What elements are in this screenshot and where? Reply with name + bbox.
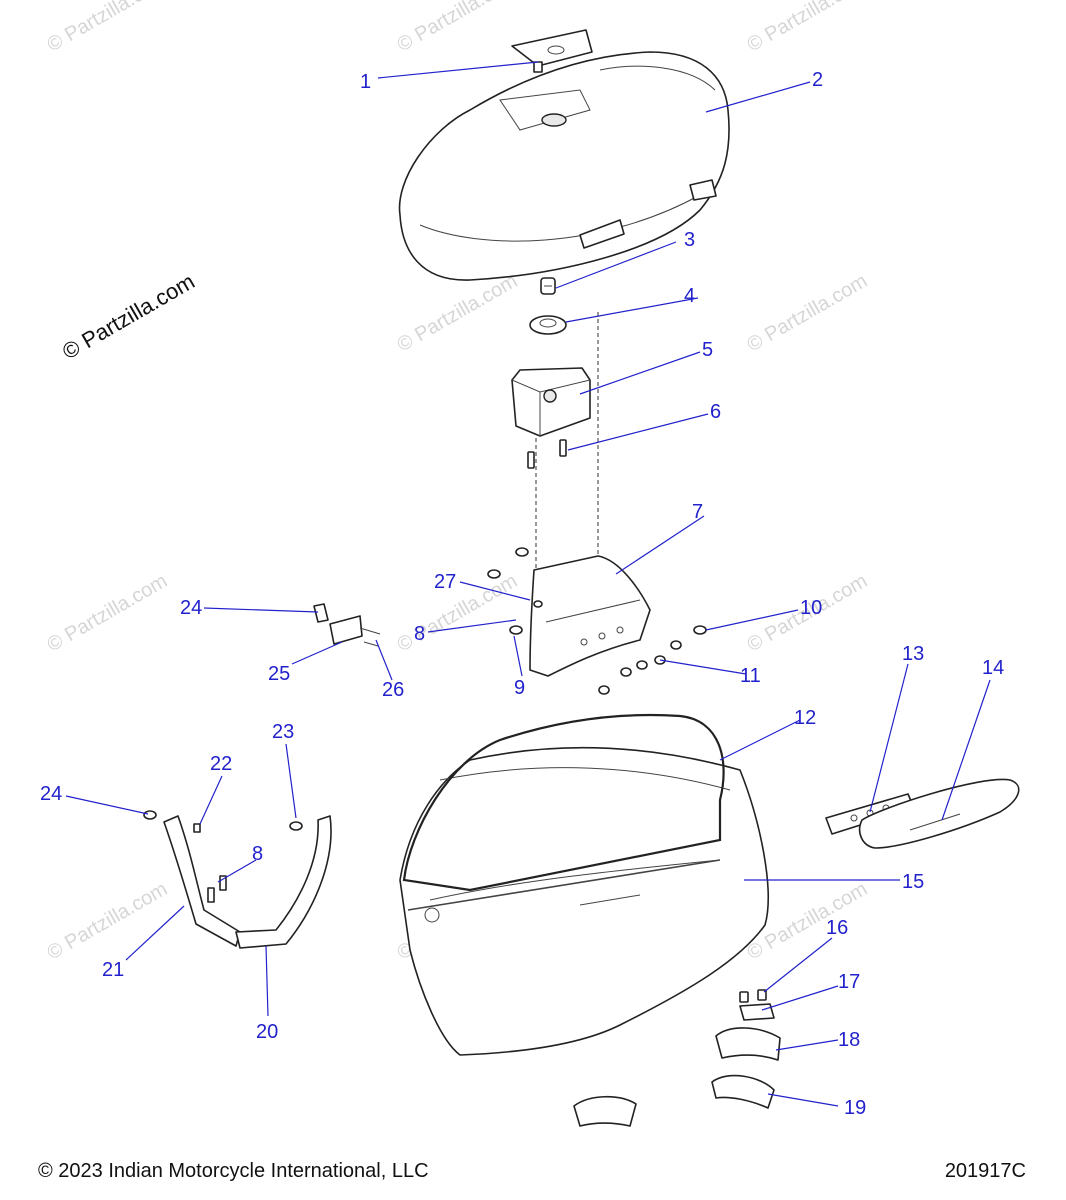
part-6-screws bbox=[527, 439, 567, 469]
callout-1: 1 bbox=[360, 71, 371, 93]
watermark: © Partzilla.com bbox=[744, 270, 872, 356]
loose-bracket bbox=[573, 1095, 637, 1127]
callout-6: 6 bbox=[710, 401, 721, 423]
part-3-knob bbox=[540, 277, 556, 295]
callout-12: 12 bbox=[794, 707, 816, 729]
part-7-bracket bbox=[529, 555, 651, 677]
callout-24: 24 bbox=[180, 597, 202, 619]
callout-19: 19 bbox=[844, 1097, 866, 1119]
alignment-lines bbox=[535, 312, 599, 600]
watermark: © Partzilla.com bbox=[394, 570, 522, 656]
callout-7: 7 bbox=[692, 501, 703, 523]
watermark: © Partzilla.com bbox=[744, 0, 872, 56]
callout-15: 15 bbox=[902, 871, 924, 893]
document-number: 201917C bbox=[944, 1160, 1026, 1182]
callout-27: 27 bbox=[434, 571, 456, 593]
callout-13: 13 bbox=[902, 643, 924, 665]
callout-4: 4 bbox=[684, 285, 695, 307]
watermark: © Partzilla.com bbox=[394, 270, 522, 356]
part-1-plate bbox=[511, 29, 593, 73]
callout-5: 5 bbox=[702, 339, 713, 361]
part-19-bracket bbox=[711, 1074, 775, 1109]
part-17-plate bbox=[739, 1003, 775, 1021]
callout-labels: 1 2 3 4 5 6 7 27 8 9 10 11 12 13 14 15 1… bbox=[40, 69, 1004, 1119]
watermark: © Partzilla.com bbox=[44, 0, 172, 56]
part-20-frame-loop bbox=[235, 815, 332, 949]
part-12-rail bbox=[402, 713, 725, 911]
callout-18: 18 bbox=[838, 1029, 860, 1051]
callout-23: 23 bbox=[272, 721, 294, 743]
callout-11: 11 bbox=[740, 665, 761, 687]
callout-16: 16 bbox=[826, 917, 848, 939]
callout-21: 21 bbox=[102, 959, 124, 981]
part-25-hinge bbox=[313, 603, 381, 647]
callout-26: 26 bbox=[382, 679, 404, 701]
watermark: © Partzilla.com bbox=[394, 0, 522, 56]
part-16-bolts bbox=[739, 989, 767, 1003]
callout-3: 3 bbox=[684, 229, 695, 251]
watermark: © Partzilla.com bbox=[44, 878, 172, 964]
callout-20: 20 bbox=[256, 1021, 278, 1043]
part-2-lid bbox=[398, 51, 730, 281]
part-21-frame-arm bbox=[163, 815, 241, 947]
part-4-grommet bbox=[529, 315, 567, 335]
watermark: © Partzilla.com bbox=[44, 570, 172, 656]
frame-fasteners bbox=[143, 810, 303, 903]
leader-lines bbox=[65, 61, 991, 1107]
callout-24-lower: 24 bbox=[40, 783, 62, 805]
callout-10: 10 bbox=[800, 597, 822, 619]
callout-25: 25 bbox=[268, 663, 290, 685]
part-15-case bbox=[399, 746, 769, 1056]
callout-8: 8 bbox=[414, 623, 425, 645]
callout-2: 2 bbox=[812, 69, 823, 91]
callout-9: 9 bbox=[514, 677, 525, 699]
callout-22: 22 bbox=[210, 753, 232, 775]
callout-17: 17 bbox=[838, 971, 860, 993]
copyright-notice: © 2023 Indian Motorcycle International, … bbox=[38, 1160, 429, 1182]
part-5-latch bbox=[511, 367, 591, 437]
part-18-bracket bbox=[715, 1027, 781, 1061]
callout-14: 14 bbox=[982, 657, 1004, 679]
partzilla-credit: © Partzilla.com bbox=[58, 269, 199, 365]
part-14-trim bbox=[858, 778, 1020, 849]
callout-8-lower: 8 bbox=[252, 843, 263, 865]
bracket-fasteners bbox=[487, 547, 707, 695]
